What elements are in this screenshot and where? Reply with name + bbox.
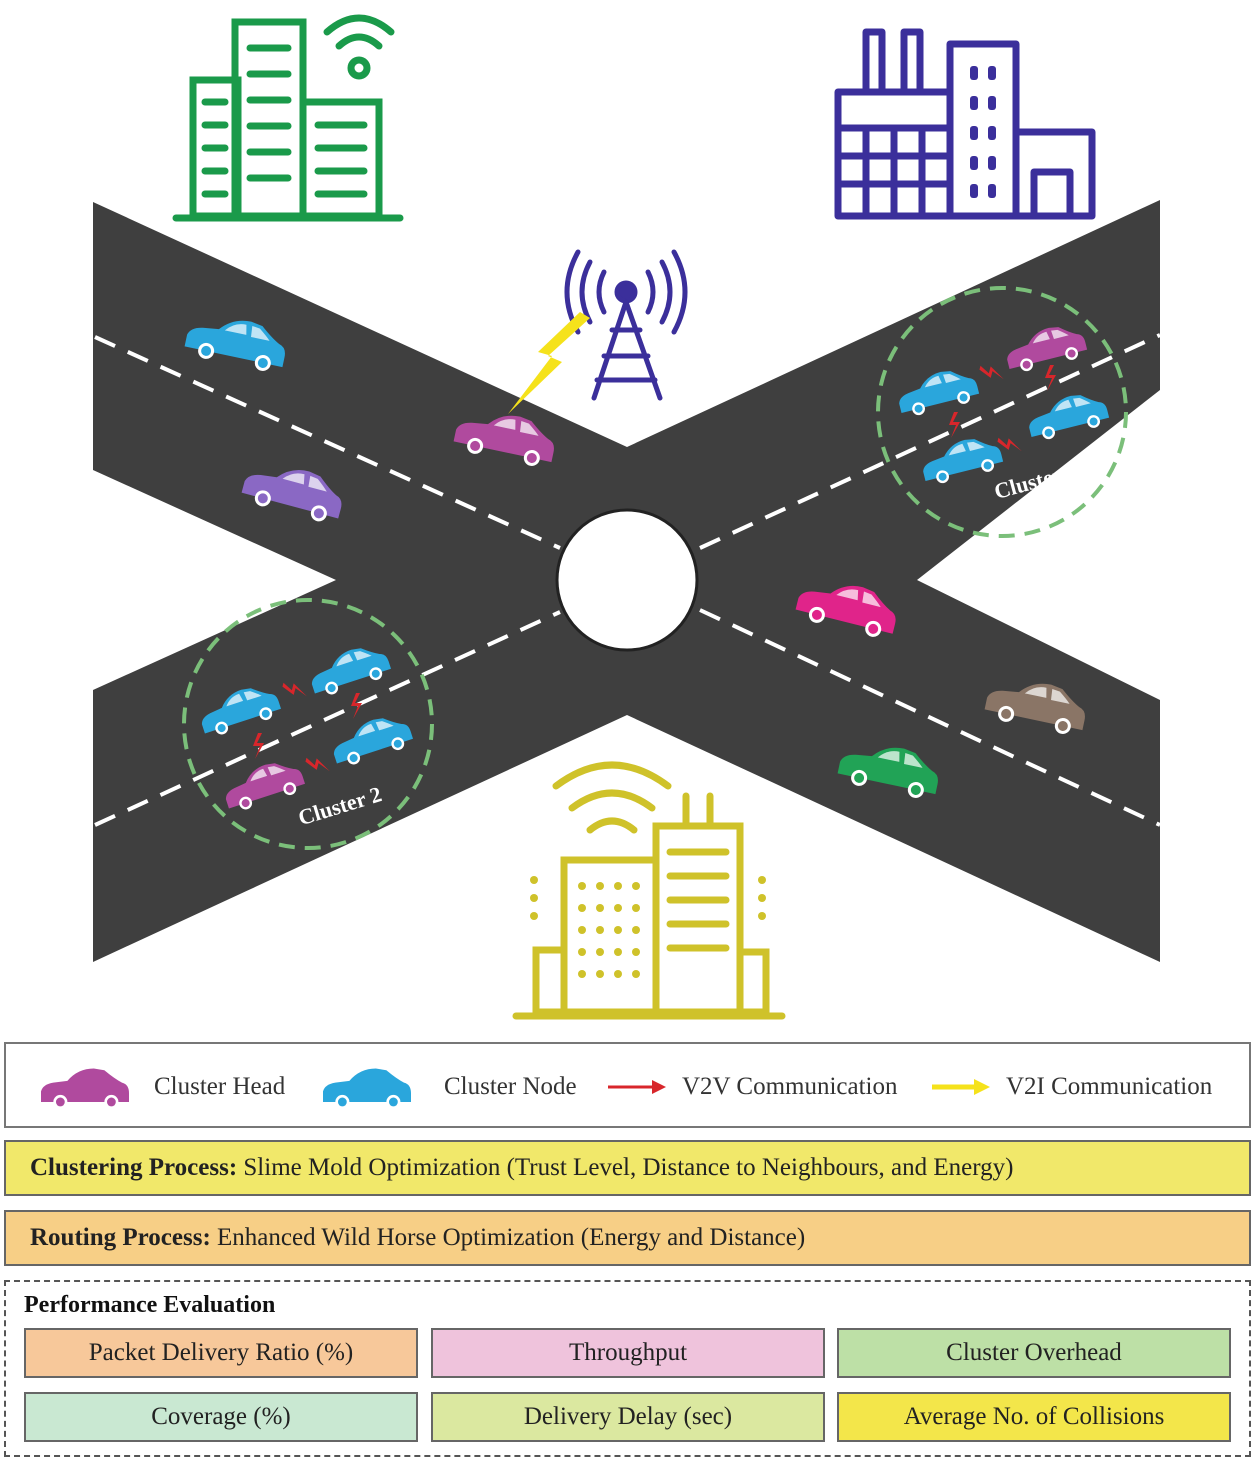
red-arrow-icon — [608, 1080, 666, 1094]
legend-v2v-label: V2V Communication — [682, 1073, 898, 1100]
legend-v2i: V2I Communication — [930, 1044, 1212, 1130]
metric-average-collisions: Average No. of Collisions — [837, 1392, 1231, 1442]
legend-v2v: V2V Communication — [606, 1044, 898, 1130]
green-building-icon — [172, 14, 404, 222]
v2i-link — [508, 312, 590, 414]
smart-city-icon — [512, 761, 786, 1020]
cluster-head-car-icon — [41, 1068, 129, 1109]
routing-process-bar: Routing Process: Enhanced Wild Horse Opt… — [4, 1210, 1251, 1266]
metric-coverage: Coverage (%) — [24, 1392, 418, 1442]
metric-delivery-delay: Delivery Delay (sec) — [431, 1392, 825, 1442]
performance-evaluation-title: Performance Evaluation — [24, 1292, 276, 1318]
routing-process-description: Enhanced Wild Horse Optimization (Energy… — [217, 1224, 806, 1251]
cluster-node-car-icon — [323, 1068, 411, 1109]
clustering-process-text: Clustering Process: Slime Mold Optimizat… — [30, 1142, 1013, 1194]
legend-cluster-node-label: Cluster Node — [444, 1073, 577, 1100]
lane-markings — [94, 333, 1161, 827]
clustering-process-label: Clustering Process: — [30, 1154, 238, 1181]
cell-tower-icon — [564, 249, 688, 401]
legend-cluster-node: Cluster Node — [312, 1044, 577, 1130]
yellow-arrow-icon — [932, 1079, 990, 1095]
legend-cluster-head-label: Cluster Head — [154, 1073, 286, 1100]
clustering-process-description: Slime Mold Optimization (Trust Level, Di… — [243, 1154, 1014, 1181]
legend-v2i-label: V2I Communication — [1006, 1073, 1213, 1100]
intersection-scene: Cluster 1 Cluster 2 — [93, 14, 1161, 1020]
legend: Cluster Head Cluster Node V2V Communicat… — [4, 1042, 1251, 1128]
metric-packet-delivery-ratio: Packet Delivery Ratio (%) — [24, 1328, 418, 1378]
routing-process-label: Routing Process: — [30, 1224, 211, 1251]
roundabout — [555, 508, 699, 652]
factory-icon — [834, 28, 1096, 220]
routing-process-text: Routing Process: Enhanced Wild Horse Opt… — [30, 1212, 805, 1264]
legend-cluster-head: Cluster Head — [30, 1044, 285, 1130]
metric-throughput: Throughput — [431, 1328, 825, 1378]
performance-evaluation-panel: Performance Evaluation Packet Delivery R… — [4, 1280, 1251, 1457]
clustering-process-bar: Clustering Process: Slime Mold Optimizat… — [4, 1140, 1251, 1196]
metric-cluster-overhead: Cluster Overhead — [837, 1328, 1231, 1378]
